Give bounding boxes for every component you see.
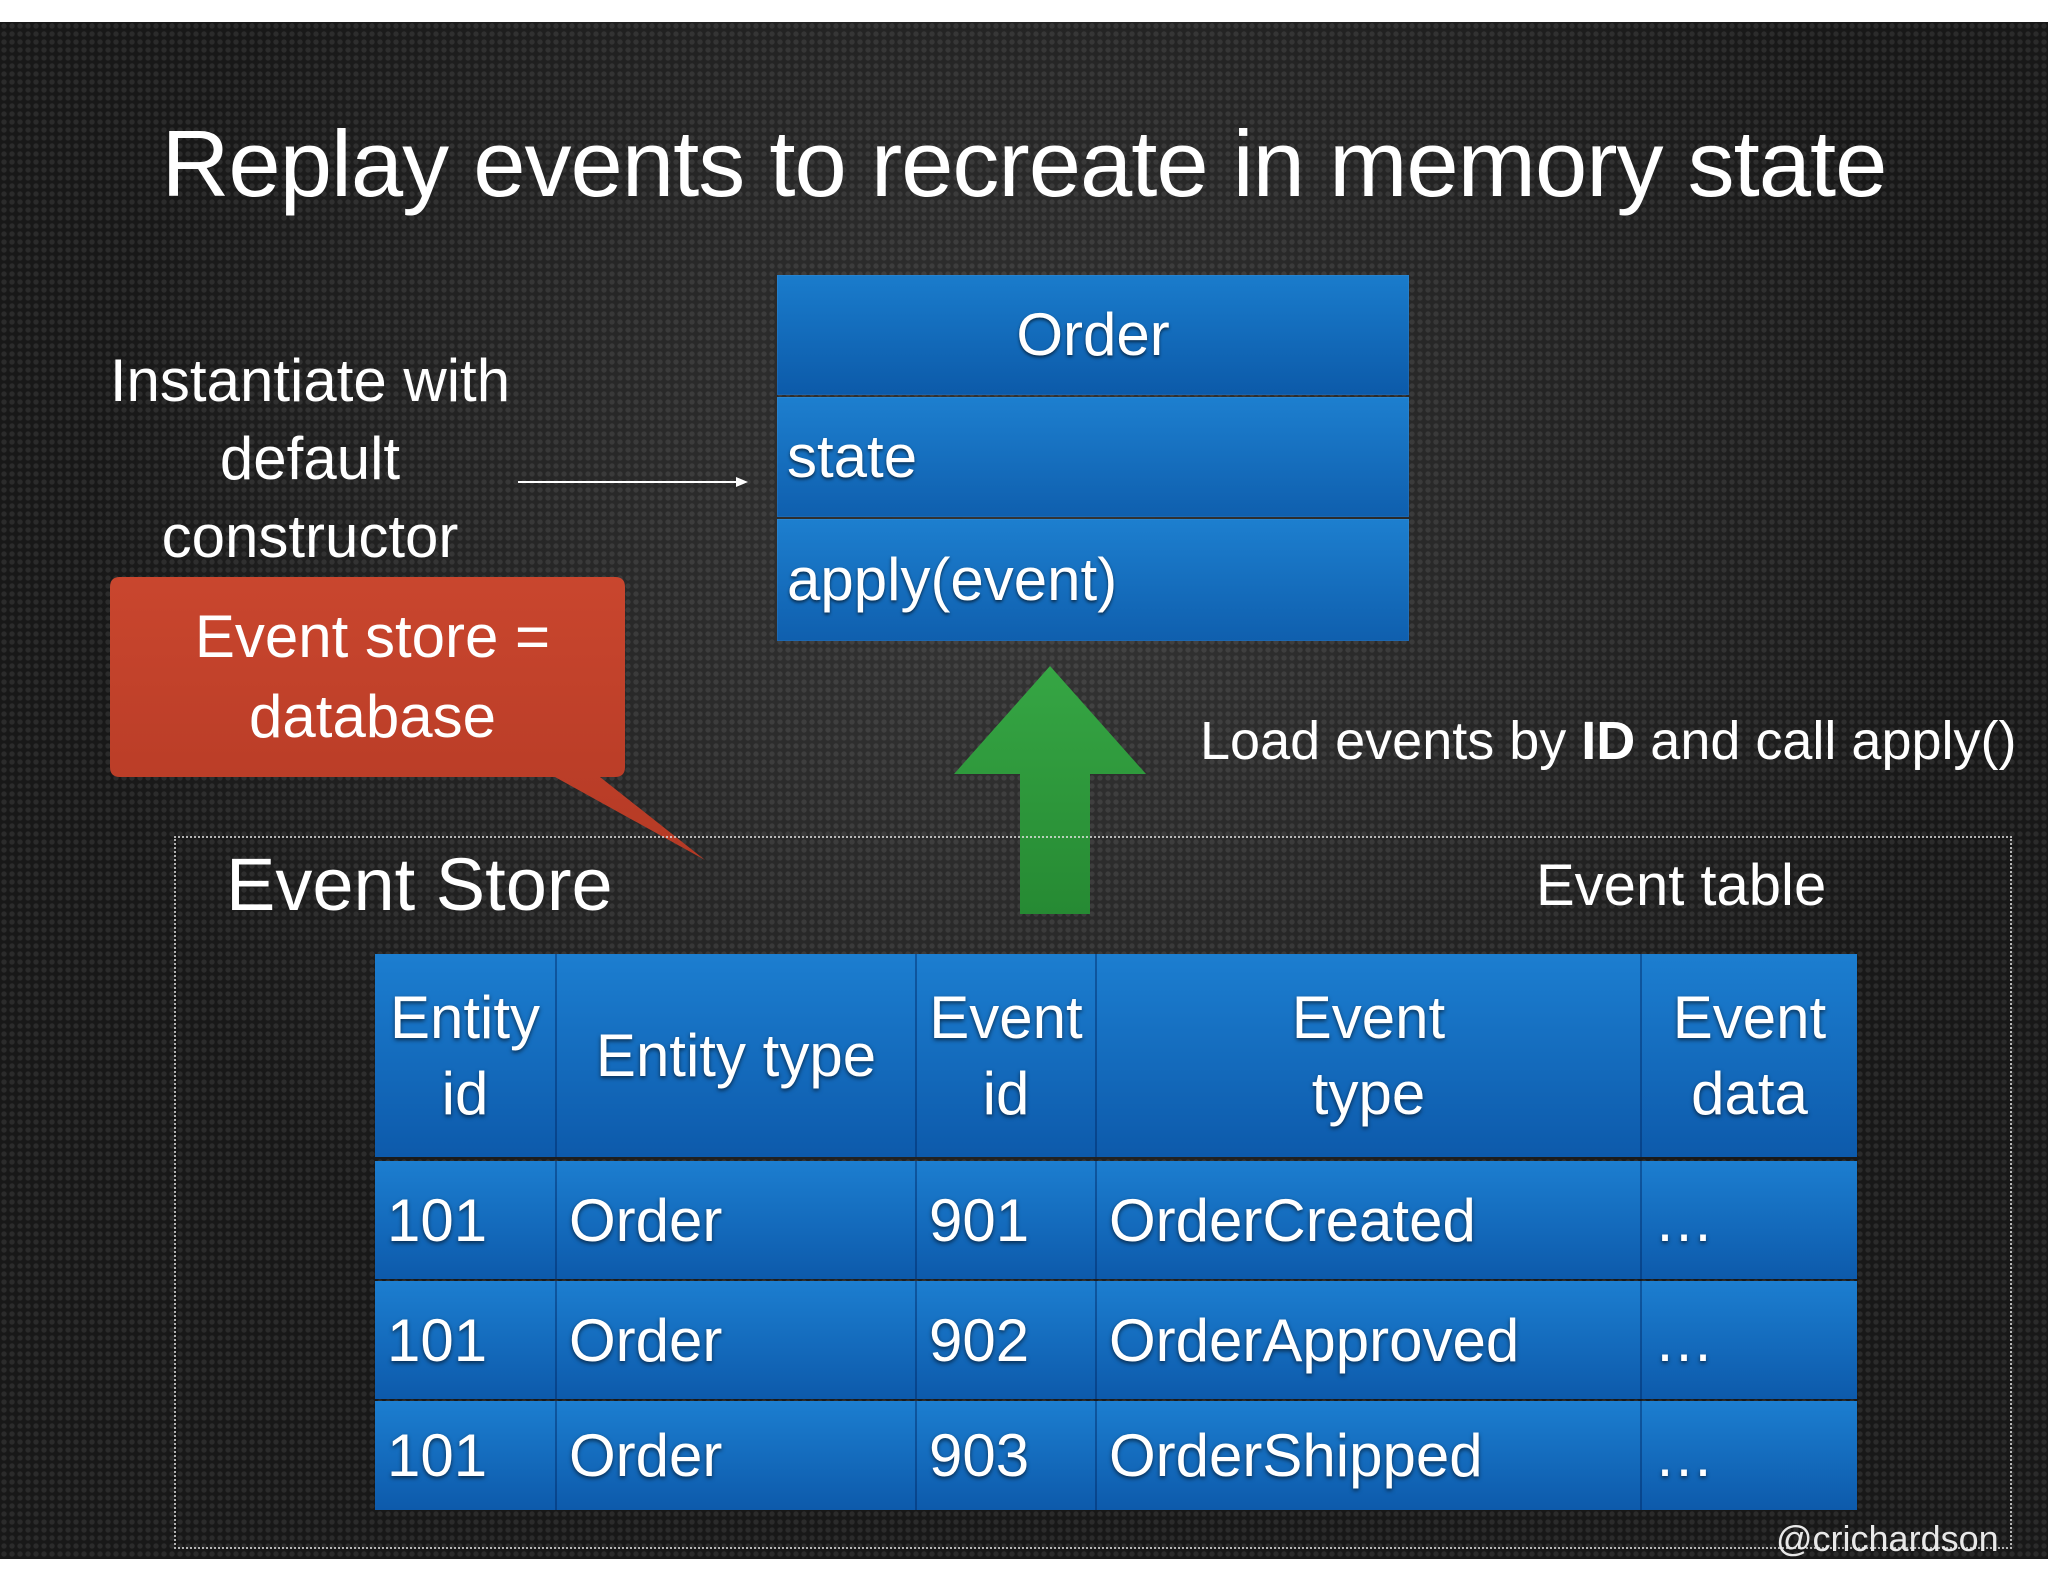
up-arrow-icon bbox=[954, 666, 1146, 914]
author-handle: @crichardson bbox=[1776, 1518, 1999, 1559]
instantiate-arrow bbox=[518, 477, 748, 487]
load-events-id: ID bbox=[1581, 711, 1636, 771]
instantiate-label-line: constructor bbox=[161, 503, 459, 570]
callout-text: Event store = database bbox=[120, 597, 625, 757]
cell-entity-type: Order bbox=[557, 1281, 917, 1399]
load-events-prefix: Load events by bbox=[1200, 711, 1582, 771]
instantiate-label-line: default bbox=[219, 425, 401, 492]
header-event-data: Event data bbox=[1642, 954, 1857, 1157]
header-line: id bbox=[441, 1059, 489, 1127]
order-class-name: Order bbox=[777, 275, 1409, 395]
header-entity-type: Entity type bbox=[557, 954, 917, 1157]
cell-event-type: OrderShipped bbox=[1097, 1401, 1642, 1510]
callout-bubble bbox=[110, 577, 705, 860]
header-line: data bbox=[1691, 1059, 1808, 1127]
header-entity-id: Entity id bbox=[375, 954, 557, 1157]
order-class-field: state bbox=[777, 397, 1409, 517]
instantiate-label-line: Instantiate with bbox=[109, 347, 511, 414]
header-line: id bbox=[982, 1059, 1030, 1127]
header-line: Entity bbox=[389, 983, 541, 1051]
callout-line: database bbox=[249, 683, 496, 750]
event-store-title: Event Store bbox=[226, 843, 613, 926]
header-line: Event bbox=[1291, 983, 1446, 1051]
table-row: 101 Order 901 OrderCreated … bbox=[375, 1161, 1857, 1279]
cell-event-type: OrderApproved bbox=[1097, 1281, 1642, 1399]
event-store-boundary bbox=[174, 836, 2012, 1549]
header-event-id: Event id bbox=[917, 954, 1097, 1157]
table-header-row: Entity id Entity type Event id Event type E… bbox=[375, 954, 1857, 1157]
header-event-type: Event type bbox=[1097, 954, 1642, 1157]
load-events-text: Load events by ID and call apply() bbox=[1200, 710, 2040, 772]
cell-event-data: … bbox=[1642, 1401, 1857, 1510]
table-row: 101 Order 902 OrderApproved … bbox=[375, 1281, 1857, 1399]
cell-entity-type: Order bbox=[557, 1161, 917, 1279]
callout-line: Event store = bbox=[194, 603, 551, 670]
header-line: type bbox=[1311, 1059, 1426, 1127]
cell-event-data: … bbox=[1642, 1161, 1857, 1279]
cell-event-data: … bbox=[1642, 1281, 1857, 1399]
cell-entity-id: 101 bbox=[375, 1281, 557, 1399]
cell-entity-id: 101 bbox=[375, 1401, 557, 1510]
header-line: Event bbox=[1672, 983, 1827, 1051]
load-events-suffix: and call apply() bbox=[1635, 711, 2017, 771]
event-table-caption: Event table bbox=[1536, 853, 1827, 918]
cell-event-id: 903 bbox=[917, 1401, 1097, 1510]
cell-entity-type: Order bbox=[557, 1401, 917, 1510]
header-line: Event bbox=[929, 983, 1083, 1051]
cell-event-id: 901 bbox=[917, 1161, 1097, 1279]
cell-event-id: 902 bbox=[917, 1281, 1097, 1399]
cell-entity-id: 101 bbox=[375, 1161, 557, 1279]
instantiate-label: Instantiate with default constructor bbox=[90, 342, 530, 576]
slide: Replay events to recreate in memory stat… bbox=[0, 22, 2048, 1559]
order-class-method: apply(event) bbox=[777, 519, 1409, 641]
table-row: 101 Order 903 OrderShipped … bbox=[375, 1401, 1857, 1510]
cell-event-type: OrderCreated bbox=[1097, 1161, 1642, 1279]
order-class-box: Order state apply(event) bbox=[777, 275, 1409, 641]
header-line: Entity type bbox=[595, 1021, 877, 1089]
slide-title: Replay events to recreate in memory stat… bbox=[161, 111, 1888, 216]
